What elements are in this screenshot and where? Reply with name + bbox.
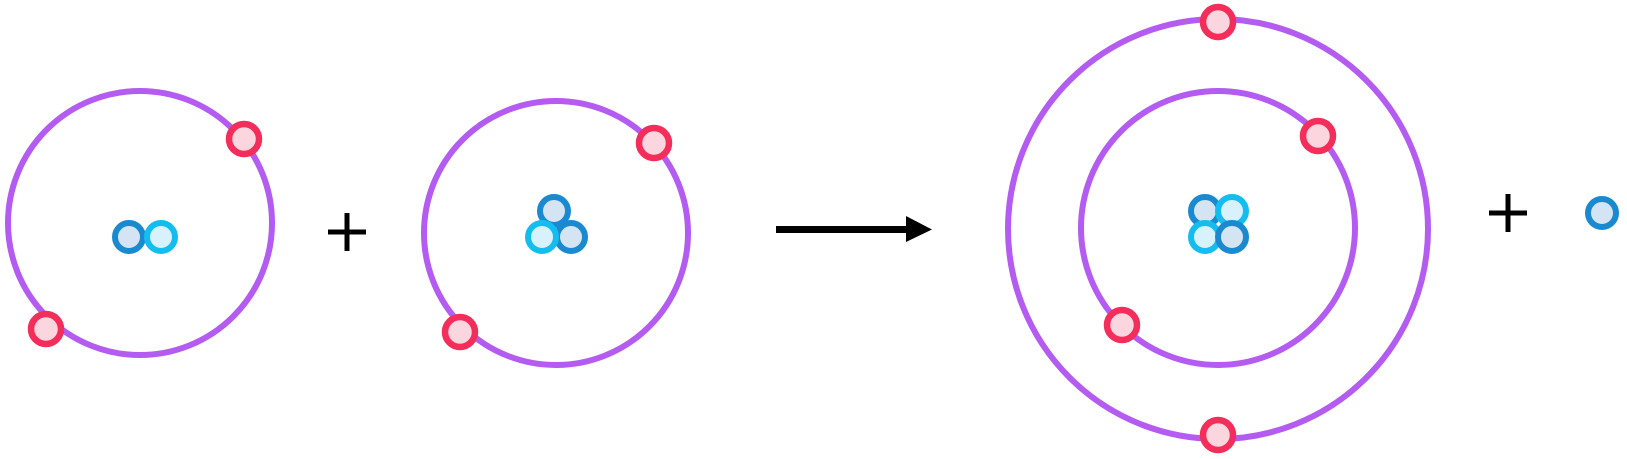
arrow-head [906,216,932,242]
reaction-arrow [776,216,932,242]
electron-shell [421,98,691,368]
electron [1199,3,1237,41]
neutron [144,220,178,254]
electron [1199,416,1237,454]
product-1-atom [1005,3,1431,454]
plus-sign [1489,194,1527,232]
plus-vertical-bar [1505,194,1511,232]
electron [27,310,65,348]
reactant-2-atom [421,98,691,368]
electron-shell [5,88,275,358]
product-2-neutron [1585,196,1619,230]
plus-vertical-bar [344,213,350,251]
proton [1215,220,1249,254]
reactant-1-atom [5,88,275,358]
proton [112,220,146,254]
electron [635,124,673,162]
proton [554,220,588,254]
neutron [1188,220,1222,254]
neutron [525,220,559,254]
electron [225,120,263,158]
electron [441,313,479,351]
proton [1585,196,1619,230]
electron [1299,117,1337,155]
electron-shell [1078,88,1358,368]
electron [1103,306,1141,344]
plus-sign [328,213,366,251]
arrow-shaft [776,226,910,233]
